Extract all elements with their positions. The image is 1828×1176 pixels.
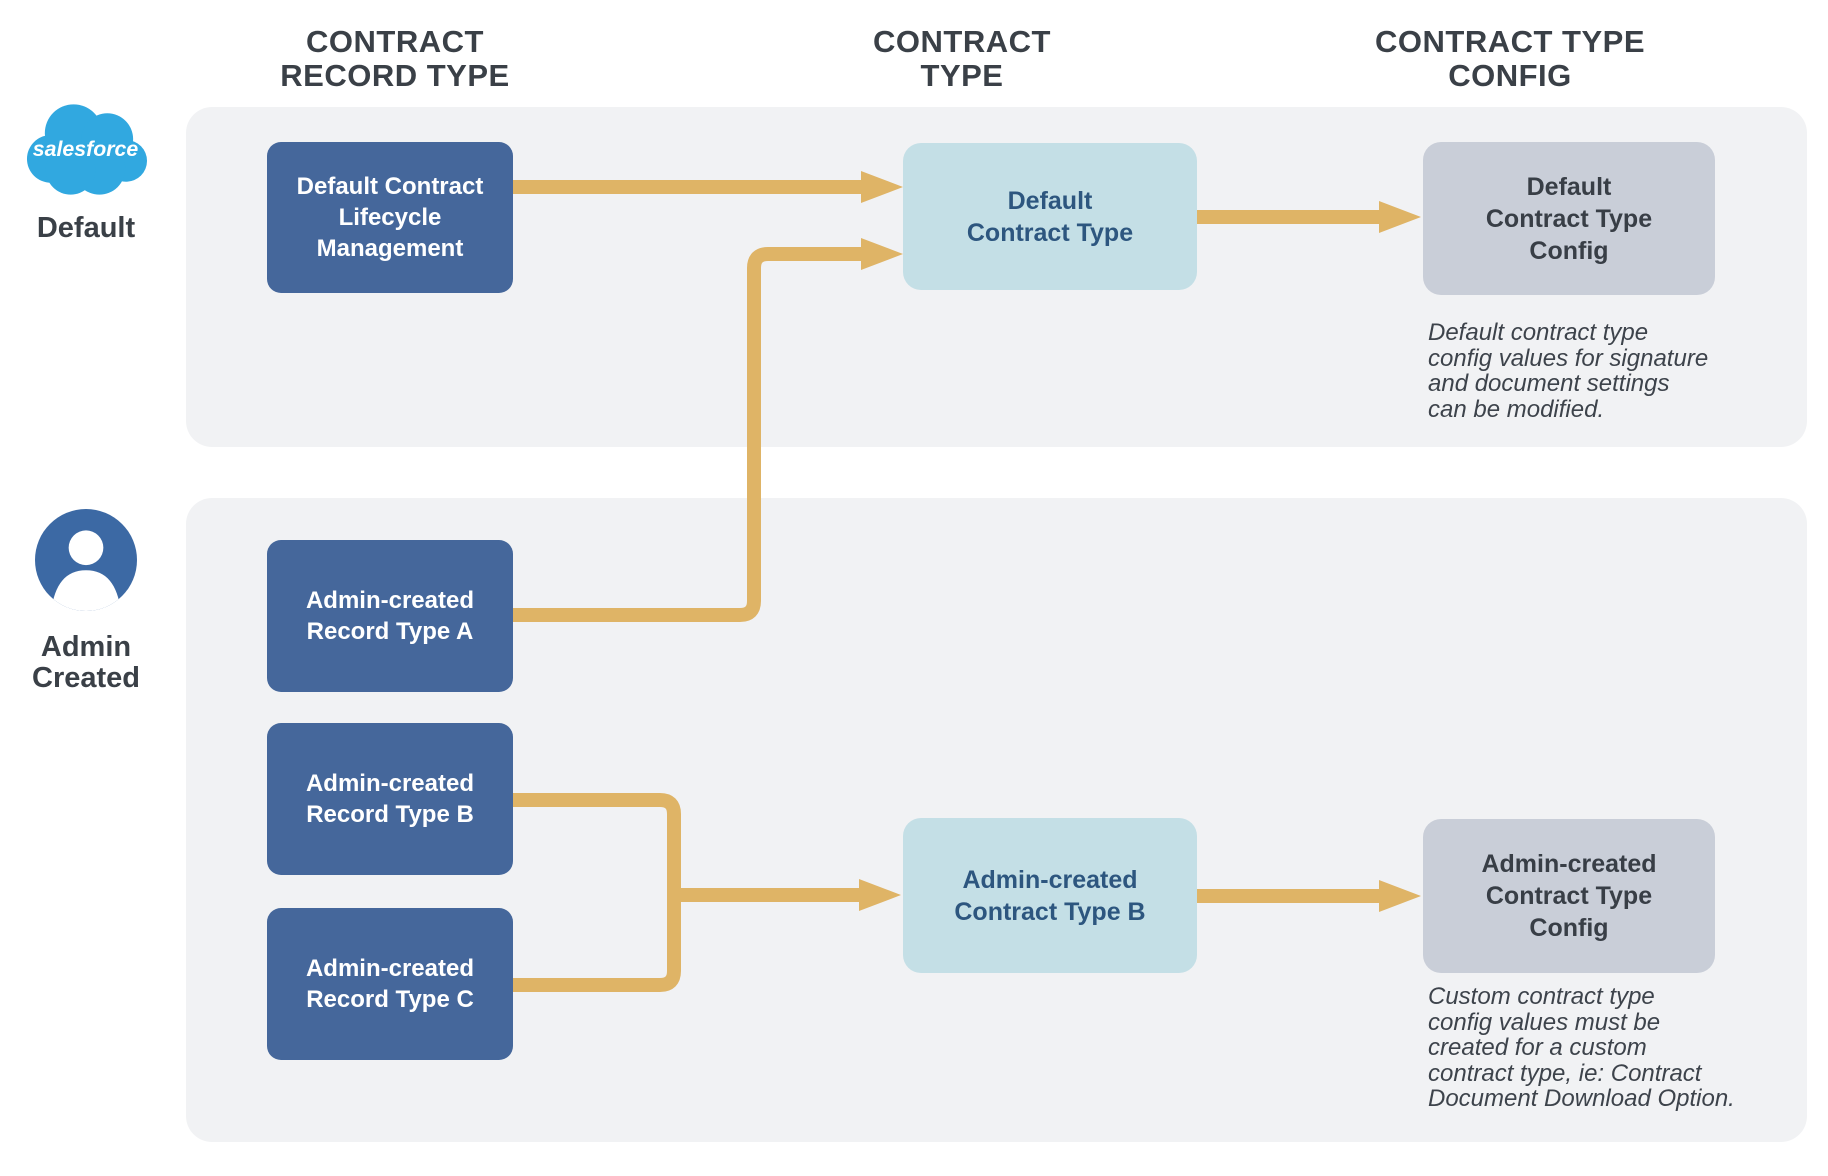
box-label-line: Default bbox=[1007, 186, 1093, 215]
box-default-contract-lifecycle-management: Default Contract Lifecycle Management bbox=[267, 142, 513, 293]
box-label-line: Record Type C bbox=[306, 986, 474, 1013]
box-label-line: Default bbox=[1526, 172, 1612, 201]
box-label-line: Record Type A bbox=[306, 618, 474, 645]
admin-person-icon bbox=[35, 509, 137, 611]
annotation-line: and document settings bbox=[1428, 370, 1670, 397]
admin-actor-label-line: Admin bbox=[40, 631, 132, 663]
annotation-line: Default contract type bbox=[1428, 319, 1649, 346]
box-label-line: Default Contract bbox=[296, 173, 484, 200]
box-default-contract-type-config: Default Contract Type Config bbox=[1423, 142, 1715, 295]
box-label-line: Management bbox=[316, 235, 464, 262]
annotation-line: contract type, ie: Contract bbox=[1428, 1059, 1702, 1087]
arrowhead-to-contract-type-b bbox=[859, 879, 901, 911]
arrowhead-to-default-config bbox=[1379, 201, 1421, 233]
box-label-line: Admin-created bbox=[305, 587, 475, 614]
box-label-line: Contract Type bbox=[1485, 882, 1653, 910]
box-label-line: Config bbox=[1529, 236, 1609, 265]
heading-line: CONFIG bbox=[1448, 58, 1572, 93]
admin-actor-label-line: Created bbox=[32, 662, 140, 694]
arrow-record-c-branch bbox=[513, 895, 681, 992]
heading-line: CONTRACT bbox=[306, 24, 484, 59]
box-admin-created-record-type-a: Admin-created Record Type A bbox=[267, 540, 513, 692]
annotation-line: Document Download Option. bbox=[1428, 1085, 1735, 1112]
heading-line: CONTRACT bbox=[873, 24, 1051, 59]
arrow-record-b-branch bbox=[513, 793, 681, 895]
box-admin-created-contract-type-config: Admin-created Contract Type Config bbox=[1423, 819, 1715, 973]
box-admin-created-record-type-c: Admin-created Record Type C bbox=[267, 908, 513, 1060]
heading-line: RECORD TYPE bbox=[280, 58, 510, 93]
box-label-line: Lifecycle bbox=[338, 204, 442, 231]
admin-actor-label: Admin Created bbox=[6, 632, 166, 694]
box-label-line: Contract Type bbox=[1485, 204, 1653, 233]
box-label-line: Admin-created bbox=[1481, 850, 1657, 878]
default-actor-label: Default bbox=[36, 212, 136, 244]
column-heading-contract-type: CONTRACT TYPE bbox=[772, 25, 1152, 93]
annotation-line: config values for signature bbox=[1428, 344, 1709, 372]
annotation-line: config values must be bbox=[1428, 1008, 1661, 1036]
box-label-line: Admin-created bbox=[305, 770, 475, 797]
box-label-line: Admin-created bbox=[305, 955, 475, 982]
box-label-line: Record Type B bbox=[306, 801, 474, 828]
arrowhead-to-default-contract-type-2 bbox=[861, 238, 903, 270]
arrowhead-to-custom-config bbox=[1379, 880, 1421, 912]
box-admin-created-record-type-b: Admin-created Record Type B bbox=[267, 723, 513, 875]
box-admin-created-contract-type-b: Admin-created Contract Type B bbox=[903, 818, 1197, 973]
salesforce-logo-text: salesforce bbox=[33, 137, 139, 161]
annotation-line: Custom contract type bbox=[1428, 983, 1655, 1010]
salesforce-cloud-icon: salesforce bbox=[26, 104, 148, 195]
annotation-line: created for a custom bbox=[1428, 1034, 1647, 1061]
arrow-record-a-to-default-contract-type bbox=[513, 247, 863, 622]
box-default-contract-type: Default Contract Type bbox=[903, 143, 1197, 290]
arrowhead-to-default-contract-type-1 bbox=[861, 171, 903, 203]
box-label-line: Admin-created bbox=[962, 865, 1138, 894]
heading-line: CONTRACT TYPE bbox=[1375, 24, 1645, 59]
column-heading-contract-type-config: CONTRACT TYPE CONFIG bbox=[1320, 25, 1700, 93]
default-config-annotation: Default contract type config values for … bbox=[1428, 320, 1758, 422]
box-label-line: Config bbox=[1529, 914, 1609, 942]
heading-line: TYPE bbox=[920, 58, 1004, 93]
box-label-line: Contract Type B bbox=[954, 897, 1146, 926]
custom-config-annotation: Custom contract type config values must … bbox=[1428, 984, 1758, 1112]
annotation-line: can be modified. bbox=[1428, 395, 1605, 423]
column-heading-contract-record-type: CONTRACT RECORD TYPE bbox=[205, 25, 585, 93]
box-label-line: Contract Type bbox=[966, 218, 1134, 247]
